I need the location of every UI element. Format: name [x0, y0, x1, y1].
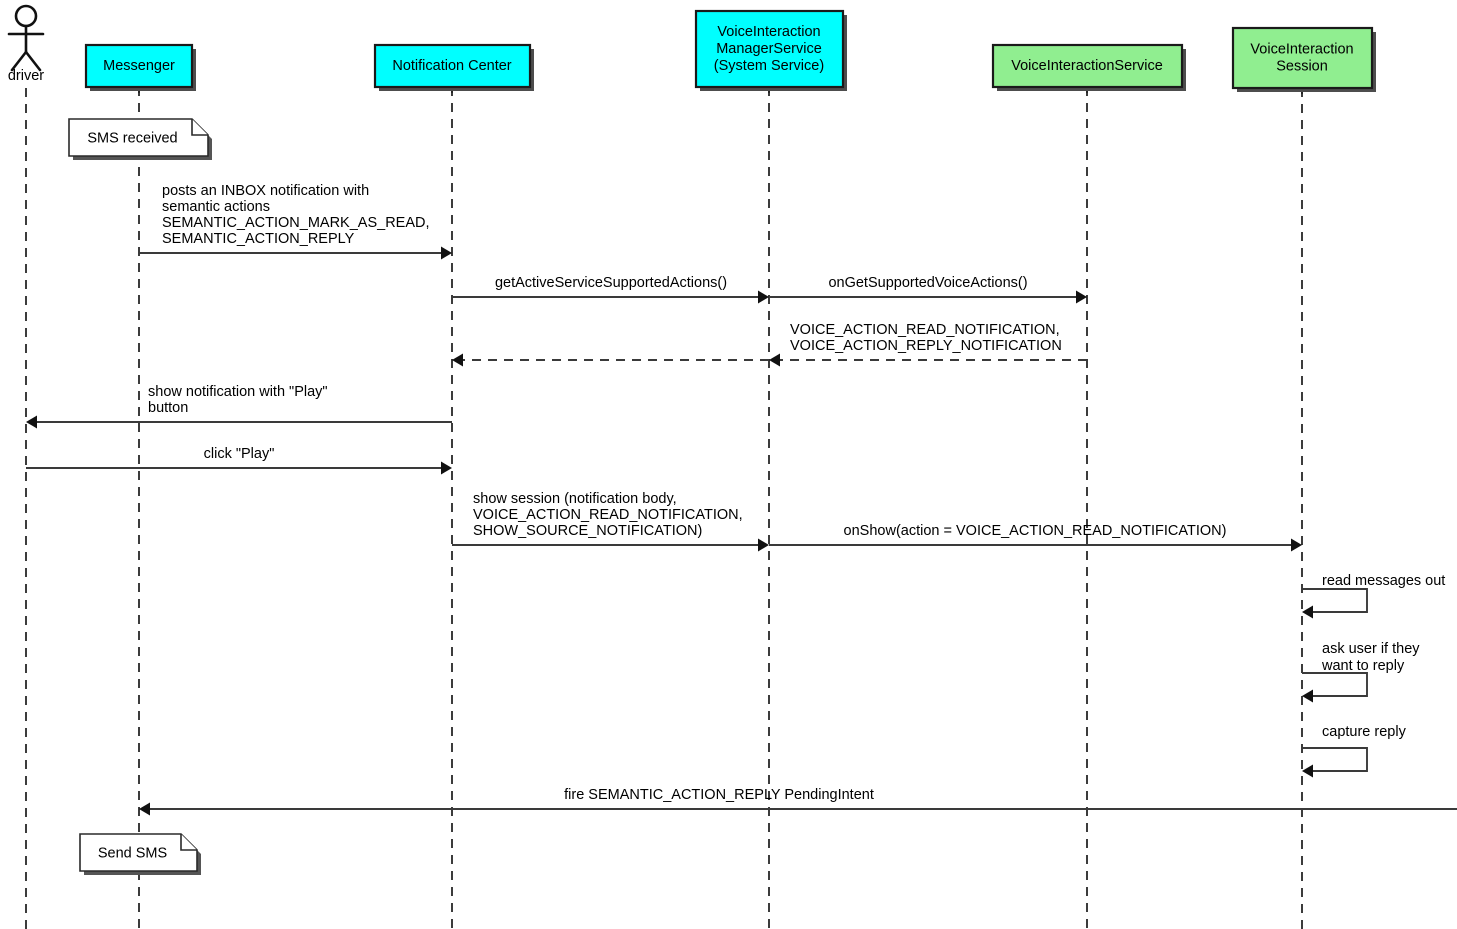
participant-label: Session [1276, 58, 1328, 74]
message-msg-click-play[interactable]: click "Play" [26, 446, 452, 475]
participant-box[interactable] [1231, 26, 1374, 90]
participants-layer: Messenger Notification Center VoiceInterac… [84, 9, 1376, 92]
actors-layer: driver [7, 4, 45, 84]
participant-label: ManagerService [716, 41, 822, 57]
message-arrowhead-icon [26, 415, 37, 429]
message-arrowhead-icon [1291, 538, 1302, 552]
messages-layer: posts an INBOX notification withsemantic… [26, 183, 1457, 816]
self-message-label: read messages out [1322, 573, 1445, 589]
note-note-send-sms: Send SMS [79, 833, 201, 875]
message-label: VOICE_ACTION_READ_NOTIFICATION, [790, 322, 1060, 338]
message-label: onGetSupportedVoiceActions() [828, 275, 1027, 291]
message-label: fire SEMANTIC_ACTION_REPLY PendingIntent [564, 787, 874, 803]
message-label: show notification with "Play" [148, 384, 328, 400]
participant-box[interactable] [991, 43, 1184, 89]
self-message-arrowhead-icon [1302, 689, 1313, 703]
message-label: semantic actions [162, 199, 270, 215]
self-message-self-capture-reply[interactable]: capture reply [1302, 724, 1407, 778]
participant-label: (System Service) [714, 58, 824, 74]
message-label: show session (notification body, [473, 491, 677, 507]
participant-label: Notification Center [392, 58, 511, 74]
self-message-label: ask user if they [1322, 641, 1420, 657]
participant-box[interactable] [373, 43, 532, 89]
actor-driver: driver [7, 4, 45, 84]
self-message-label: want to reply [1321, 658, 1405, 674]
message-msg-return-voice-actions-to-notification-center[interactable] [452, 353, 769, 367]
note-body [68, 118, 209, 157]
actor-head-icon [14, 4, 38, 28]
participant-notification-center[interactable]: Notification Center [373, 43, 534, 91]
message-label: getActiveServiceSupportedActions() [495, 275, 727, 291]
self-message-label: capture reply [1322, 724, 1407, 740]
participant-messenger[interactable]: Messenger [84, 43, 196, 91]
self-message-self-read-messages-out[interactable]: read messages out [1302, 573, 1445, 619]
message-label: click "Play" [204, 446, 275, 462]
message-msg-show-session[interactable]: show session (notification body,VOICE_AC… [452, 491, 769, 552]
message-msg-get-active-service-supported-actions[interactable]: getActiveServiceSupportedActions() [452, 275, 769, 304]
message-arrowhead-icon [139, 802, 150, 816]
actor-right-leg-icon [24, 50, 42, 72]
message-label: onShow(action = VOICE_ACTION_READ_NOTIFI… [844, 523, 1227, 539]
note-note-sms-received: SMS received [68, 118, 212, 160]
message-arrowhead-icon [441, 246, 452, 260]
participant-label: Messenger [103, 58, 175, 74]
self-message-arrowhead-icon [1302, 605, 1313, 619]
message-arrowhead-icon [1076, 290, 1087, 304]
note-label: Send SMS [98, 845, 167, 861]
participant-label: VoiceInteraction [717, 24, 820, 40]
participant-label: VoiceInteractionService [1011, 58, 1163, 74]
self-message-loop [1302, 747, 1368, 772]
self-message-loop [1302, 588, 1368, 613]
participant-box[interactable] [694, 9, 845, 89]
note-fold-corner-icon [180, 834, 197, 851]
self-message-arrowhead-icon [1302, 764, 1313, 778]
message-msg-post-inbox-notification[interactable]: posts an INBOX notification withsemantic… [139, 183, 452, 260]
message-label: button [148, 400, 188, 416]
note-body [79, 833, 198, 872]
actor-label: driver [8, 68, 44, 84]
actor-left-leg-icon [10, 50, 28, 72]
self-message-loop [1302, 672, 1368, 697]
message-arrowhead-icon [758, 538, 769, 552]
message-label: SHOW_SOURCE_NOTIFICATION) [473, 523, 702, 539]
message-label: SEMANTIC_ACTION_REPLY [162, 231, 355, 247]
message-arrowhead-icon [452, 353, 463, 367]
participant-voice-interaction-service[interactable]: VoiceInteractionService [991, 43, 1186, 91]
note-label: SMS received [87, 130, 177, 146]
message-label: VOICE_ACTION_READ_NOTIFICATION, [473, 507, 743, 523]
participant-label: VoiceInteraction [1250, 41, 1353, 57]
message-msg-fire-semantic-action-reply-pending-intent[interactable]: fire SEMANTIC_ACTION_REPLY PendingIntent [139, 787, 1457, 816]
message-arrowhead-icon [769, 353, 780, 367]
note-fold-corner-icon [191, 119, 208, 136]
message-msg-return-voice-actions-to-manager[interactable]: VOICE_ACTION_READ_NOTIFICATION,VOICE_ACT… [769, 322, 1087, 367]
message-msg-on-show[interactable]: onShow(action = VOICE_ACTION_READ_NOTIFI… [769, 523, 1302, 552]
message-arrowhead-icon [758, 290, 769, 304]
message-msg-show-notification-with-play-button[interactable]: show notification with "Play"button [26, 384, 452, 429]
message-msg-on-get-supported-voice-actions[interactable]: onGetSupportedVoiceActions() [769, 275, 1087, 304]
message-label: posts an INBOX notification with [162, 183, 369, 199]
message-label: VOICE_ACTION_REPLY_NOTIFICATION [790, 338, 1062, 354]
message-label: SEMANTIC_ACTION_MARK_AS_READ, [162, 215, 430, 231]
participant-box[interactable] [84, 43, 194, 89]
message-arrowhead-icon [441, 461, 452, 475]
